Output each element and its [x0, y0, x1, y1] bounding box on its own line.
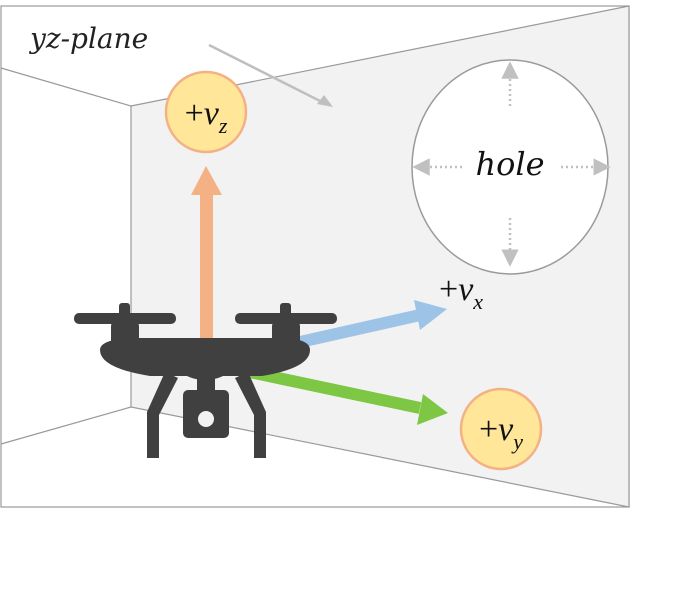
floor-edge — [0, 406, 132, 445]
svg-text:+vy: +vy — [479, 411, 523, 454]
hole: hole — [411, 59, 611, 275]
badge-vz: +vz — [164, 70, 248, 154]
svg-text:+vz: +vz — [185, 95, 228, 138]
badge-vy: +vy — [459, 387, 543, 471]
arrow-vz — [191, 166, 222, 363]
plane-label: yz-plane — [28, 22, 148, 55]
hole-label: hole — [475, 145, 544, 183]
expand-arrows-icon — [412, 61, 611, 267]
ceiling-edge — [0, 67, 132, 107]
pointer-arrow-icon — [208, 43, 333, 107]
drone-icon — [74, 303, 337, 458]
label-vx: +vx — [439, 271, 483, 314]
